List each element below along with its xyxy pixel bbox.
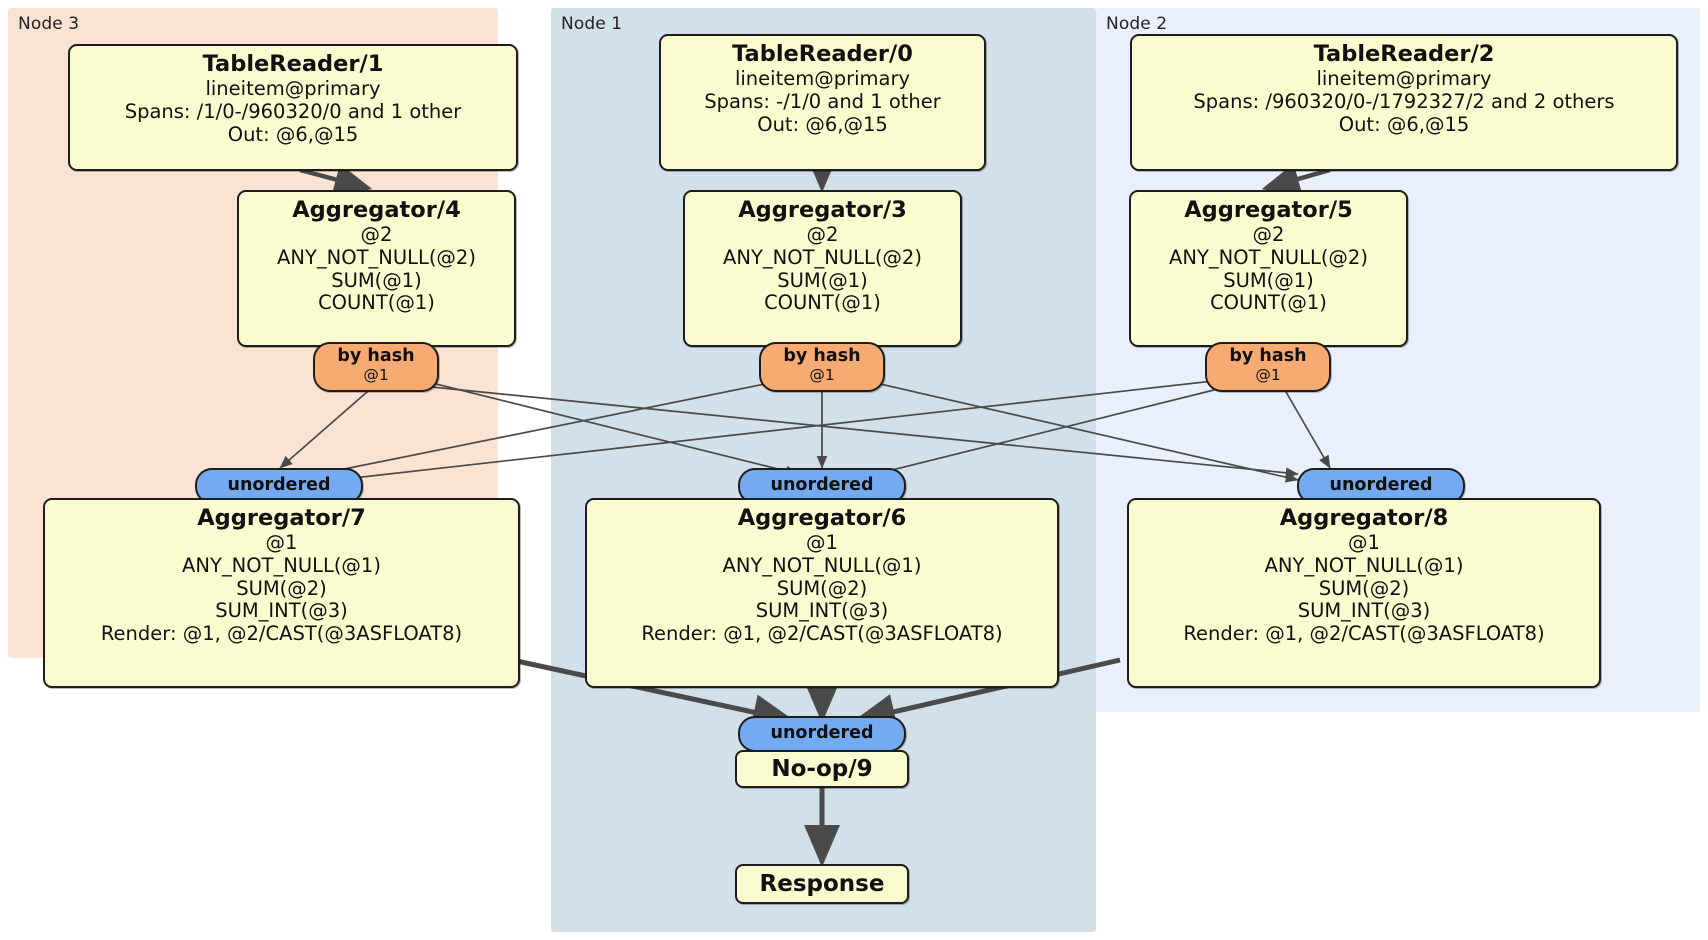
node-label-node-1: Node 1 xyxy=(561,14,623,34)
processor-detail: Render: @1, @2/CAST(@3ASFLOAT8) xyxy=(1183,622,1545,646)
processor-title: TableReader/0 xyxy=(732,41,913,67)
processor-detail: Spans: /1/0-/960320/0 and 1 other xyxy=(124,99,462,123)
router-label: unordered xyxy=(770,475,874,496)
processor-detail: Spans: /960320/0-/1792327/2 and 2 others xyxy=(1193,89,1615,113)
processor-detail: Out: @6,@15 xyxy=(757,112,888,136)
router-column: @1 xyxy=(809,365,835,384)
router-unordered-final[interactable]: unordered xyxy=(738,716,906,752)
processor-title: No-op/9 xyxy=(771,756,873,782)
processor-detail: Spans: -/1/0 and 1 other xyxy=(704,89,941,113)
processor-detail: SUM_INT(@3) xyxy=(1297,599,1431,623)
router-column: @1 xyxy=(363,365,389,384)
processor-title: Aggregator/4 xyxy=(292,197,461,223)
router-column: @1 xyxy=(1255,365,1281,384)
processor-detail: lineitem@primary xyxy=(734,67,911,90)
processor-title: Aggregator/7 xyxy=(197,505,366,531)
processor-detail: Render: @1, @2/CAST(@3ASFLOAT8) xyxy=(641,622,1003,646)
router-hash-left[interactable]: by hash @1 xyxy=(313,342,439,392)
router-kind: by hash xyxy=(1229,346,1307,366)
processor-title: Aggregator/8 xyxy=(1279,505,1449,531)
processor-detail: COUNT(@1) xyxy=(1210,291,1327,315)
processor-detail: SUM(@1) xyxy=(777,268,868,292)
processor-aggregator-7[interactable]: Aggregator/7 @1 ANY_NOT_NULL(@1) SUM(@2)… xyxy=(43,498,520,688)
processor-detail: Render: @1, @2/CAST(@3ASFLOAT8) xyxy=(100,622,463,646)
router-kind: by hash xyxy=(337,346,415,366)
processor-detail: ANY_NOT_NULL(@1) xyxy=(722,553,922,577)
processor-table-reader-1[interactable]: TableReader/1 lineitem@primary Spans: /1… xyxy=(68,44,518,171)
router-label: unordered xyxy=(227,475,331,496)
processor-title: Aggregator/5 xyxy=(1184,197,1353,223)
router-label: unordered xyxy=(770,723,874,744)
processor-noop-9[interactable]: No-op/9 xyxy=(735,750,909,788)
processor-detail: SUM(@2) xyxy=(236,576,327,600)
processor-detail: COUNT(@1) xyxy=(764,291,881,315)
processor-detail: @1 xyxy=(806,531,838,554)
processor-detail: COUNT(@1) xyxy=(318,291,435,315)
node-label-node-2: Node 2 xyxy=(1106,14,1168,34)
processor-detail: ANY_NOT_NULL(@2) xyxy=(277,245,476,269)
processor-detail: @2 xyxy=(1252,223,1285,246)
processor-aggregator-5[interactable]: Aggregator/5 @2 ANY_NOT_NULL(@2) SUM(@1)… xyxy=(1129,190,1408,347)
processor-detail: ANY_NOT_NULL(@2) xyxy=(723,245,922,269)
processor-detail: @1 xyxy=(265,531,298,554)
processor-detail: @2 xyxy=(360,223,393,246)
processor-aggregator-4[interactable]: Aggregator/4 @2 ANY_NOT_NULL(@2) SUM(@1)… xyxy=(237,190,516,347)
processor-detail: ANY_NOT_NULL(@1) xyxy=(182,553,381,577)
processor-detail: ANY_NOT_NULL(@2) xyxy=(1169,245,1368,269)
processor-title: Aggregator/3 xyxy=(738,197,907,223)
processor-detail: SUM(@2) xyxy=(1318,576,1410,600)
processor-title: TableReader/2 xyxy=(1313,41,1495,67)
processor-detail: @1 xyxy=(1348,531,1380,554)
router-hash-center[interactable]: by hash @1 xyxy=(759,342,885,392)
processor-detail: lineitem@primary xyxy=(1316,67,1492,90)
processor-aggregator-3[interactable]: Aggregator/3 @2 ANY_NOT_NULL(@2) SUM(@1)… xyxy=(683,190,962,347)
router-kind: by hash xyxy=(783,346,861,366)
router-label: unordered xyxy=(1329,475,1433,496)
processor-detail: SUM_INT(@3) xyxy=(215,599,348,623)
processor-detail: SUM_INT(@3) xyxy=(755,599,889,623)
processor-detail: @2 xyxy=(806,223,839,246)
processor-detail: Out: @6,@15 xyxy=(1338,112,1470,136)
processor-title: TableReader/1 xyxy=(202,51,384,77)
node-label-node-3: Node 3 xyxy=(18,14,80,34)
processor-title: Aggregator/6 xyxy=(737,505,907,531)
processor-detail: SUM(@2) xyxy=(776,576,868,600)
processor-detail: ANY_NOT_NULL(@1) xyxy=(1264,553,1464,577)
processor-response[interactable]: Response xyxy=(735,864,909,904)
processor-aggregator-6[interactable]: Aggregator/6 @1 ANY_NOT_NULL(@1) SUM(@2)… xyxy=(585,498,1059,688)
processor-detail: Out: @6,@15 xyxy=(227,122,359,146)
processor-detail: SUM(@1) xyxy=(1223,268,1314,292)
router-hash-right[interactable]: by hash @1 xyxy=(1205,342,1331,392)
processor-detail: SUM(@1) xyxy=(331,268,422,292)
processor-table-reader-2[interactable]: TableReader/2 lineitem@primary Spans: /9… xyxy=(1130,34,1678,171)
processor-detail: lineitem@primary xyxy=(205,77,381,100)
processor-aggregator-8[interactable]: Aggregator/8 @1 ANY_NOT_NULL(@1) SUM(@2)… xyxy=(1127,498,1601,688)
processor-title: Response xyxy=(759,871,885,897)
processor-table-reader-0[interactable]: TableReader/0 lineitem@primary Spans: -/… xyxy=(659,34,986,171)
